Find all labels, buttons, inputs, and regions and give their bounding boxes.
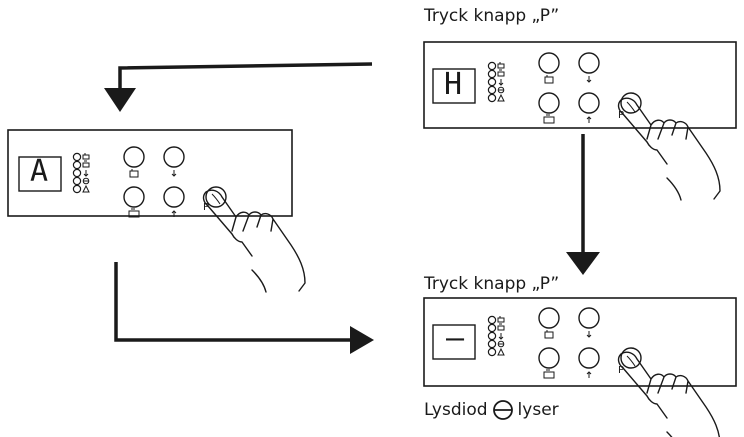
display-value-step-1: H — [444, 67, 463, 102]
control-panel-start — [7, 129, 306, 293]
minus-circle-icon — [492, 400, 513, 420]
p-button-label-step-1: P — [618, 110, 625, 121]
p-button-label-step-2: P — [618, 365, 625, 376]
arrow-head-down-right — [566, 252, 600, 275]
connector-line-bottom — [114, 262, 352, 342]
result-caption: Lysdiod lyser — [424, 399, 559, 421]
instruction-step-2: Tryck knapp „P” — [424, 274, 560, 294]
control-panel-step-2 — [423, 297, 737, 437]
connector-line-top — [118, 62, 373, 92]
caption-suffix: lyser — [517, 400, 559, 420]
arrow-head-down-left — [104, 88, 136, 112]
instruction-step-1: Tryck knapp „P” — [424, 6, 560, 26]
control-panel-step-1 — [423, 41, 737, 201]
display-value-step-2: – — [446, 321, 465, 356]
arrow-head-right — [350, 326, 374, 354]
caption-prefix: Lysdiod — [424, 400, 488, 420]
display-value-start: A — [30, 154, 49, 189]
p-button-label-start: P — [203, 202, 210, 213]
